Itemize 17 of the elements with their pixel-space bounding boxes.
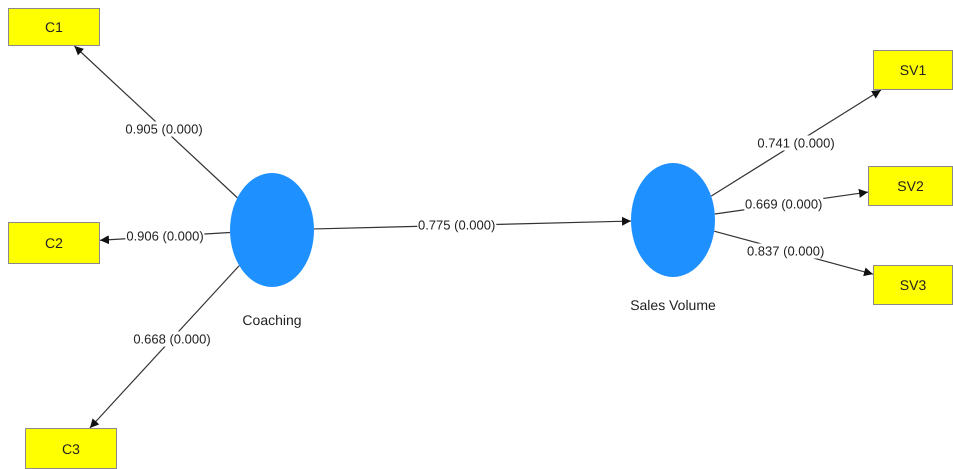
indicator-box: C2 [8,222,100,264]
edge-label: 0.741 (0.000) [756,136,836,151]
edge-label: 0.906 (0.000) [125,228,205,244]
indicator-box: C3 [25,428,117,469]
indicator-box: SV3 [873,265,953,305]
edge-label: 0.775 (0.000) [416,218,496,233]
indicator-box: SV1 [873,50,953,90]
construct-name: Coaching [241,312,303,328]
edge-label: 0.669 (0.000) [744,196,824,212]
construct-name: Sales Volume [629,297,717,313]
arrow [74,46,238,198]
edge-label: 0.905 (0.000) [124,122,204,137]
edge-label: 0.668 (0.000) [132,331,212,346]
edge-label: 0.837 (0.000) [746,243,826,258]
arrow [89,265,240,428]
indicator-box: SV2 [868,166,953,206]
indicator-box: C1 [8,8,100,46]
